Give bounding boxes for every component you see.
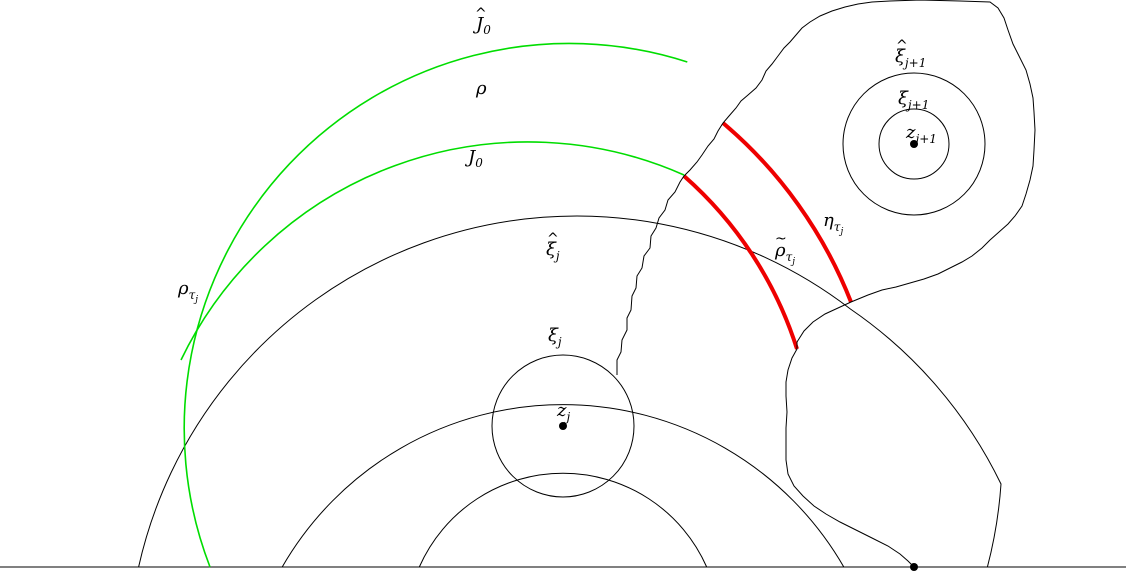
svg-text:J0: J0	[464, 147, 483, 170]
svg-text:ξj+1: ξj+1	[898, 88, 929, 112]
arc-rho-green	[183, 42, 688, 568]
label-eta-tau-j: ητj	[823, 210, 843, 237]
svg-text:ξj: ξj	[546, 239, 560, 263]
point-baseline-end	[910, 563, 918, 571]
svg-text:zj: zj	[556, 400, 570, 424]
circle-xi-j1-hat	[842, 72, 986, 216]
circle-J0-hat	[138, 215, 1002, 568]
label-xi-j1-hat: ξj+1 ^	[895, 38, 926, 70]
svg-text:zj+1: zj+1	[905, 122, 937, 146]
label-J0: J0	[464, 147, 483, 170]
circle-J0	[281, 404, 845, 568]
svg-text:J0: J0	[472, 14, 491, 37]
label-rho-tilde-tau-j: ρτj ~	[774, 231, 795, 267]
arc-rho-green-top	[180, 141, 685, 361]
svg-text:ξj+1: ξj+1	[895, 46, 926, 70]
circles-zj1	[842, 72, 986, 216]
svg-text:ξj: ξj	[548, 325, 562, 349]
random-curve	[616, 0, 1036, 568]
svg-text:^: ^	[475, 6, 487, 22]
svg-text:ρτj: ρτj	[177, 278, 198, 305]
label-rho: ρ	[475, 78, 487, 99]
svg-text:^: ^	[547, 231, 559, 247]
label-J0-hat: J0 ^	[472, 6, 491, 37]
svg-text:~: ~	[775, 231, 787, 247]
label-z-j1: zj+1	[905, 122, 937, 146]
point-z-j1	[910, 140, 918, 148]
label-rho-tau-j: ρτj	[177, 278, 198, 305]
svg-text:ρτj: ρτj	[774, 240, 795, 267]
arc-eta-red	[721, 121, 853, 303]
circle-xi-j	[491, 354, 635, 498]
circle-xi-j-hat	[418, 472, 708, 568]
svg-text:ητj: ητj	[823, 210, 843, 237]
label-xi-j1: ξj+1	[898, 88, 929, 112]
point-z-j	[559, 422, 567, 430]
svg-text:ρ: ρ	[475, 78, 487, 99]
circles-zj	[138, 215, 1002, 568]
svg-text:^: ^	[896, 38, 908, 54]
arc-rho-tilde-red	[682, 174, 799, 350]
label-xi-j: ξj	[548, 325, 562, 349]
label-z-j: zj	[556, 400, 570, 424]
label-xi-j-hat: ξj ^	[546, 231, 560, 263]
circle-xi-j1	[878, 108, 950, 180]
